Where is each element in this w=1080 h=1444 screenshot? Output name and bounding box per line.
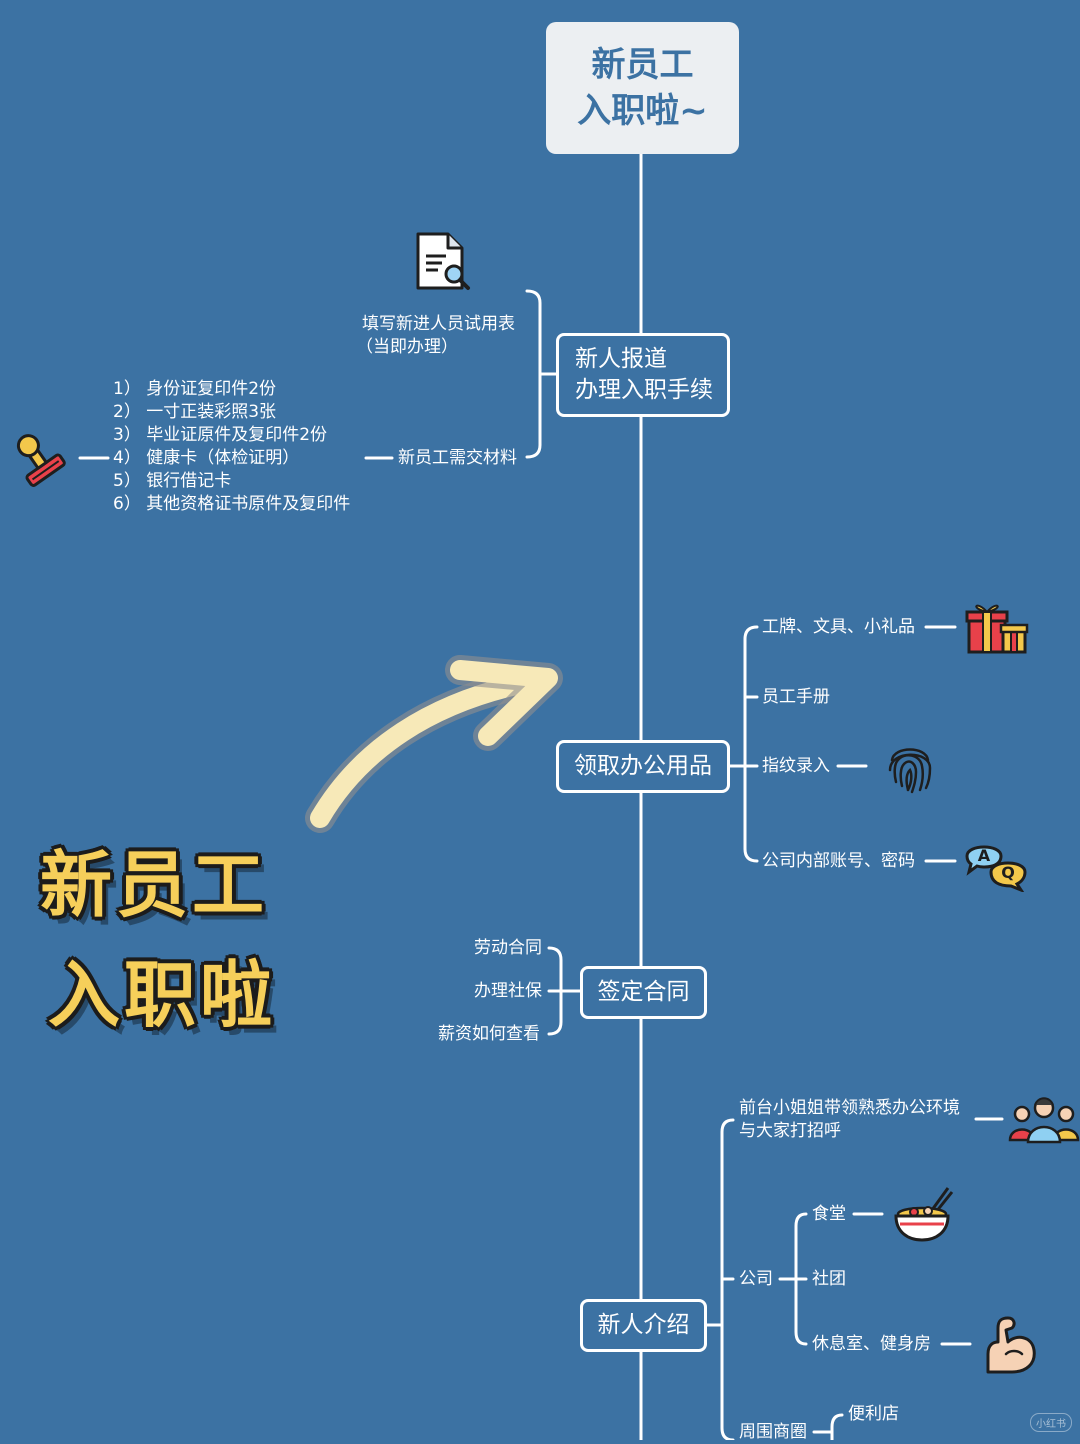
supply-item-fingerprint: 指纹录入 <box>762 756 830 776</box>
root-line-2: 入职啦~ <box>577 91 708 131</box>
form-item-line-1: 填写新进人员试用表 <box>362 314 515 334</box>
node-onboarding-line-2: 办理入职手续 <box>575 377 713 403</box>
material-item: 2） 一寸正装彩照3张 <box>113 402 277 422</box>
material-item: 5） 银行借记卡 <box>113 471 232 491</box>
node-introduction-label: 新人介绍 <box>597 1312 690 1338</box>
fingerprint-icon <box>888 748 932 794</box>
node-office-supplies-label: 领取办公用品 <box>574 753 712 779</box>
node-onboarding: 新人报道 办理入职手续 <box>556 333 730 417</box>
materials-label: 新员工需交材料 <box>398 448 517 468</box>
node-introduction: 新人介绍 <box>580 1299 707 1352</box>
surroundings-item-store: 便利店 <box>848 1404 899 1424</box>
supply-item-account: 公司内部账号、密码 <box>762 851 915 871</box>
material-item: 4） 健康卡（体检证明） <box>113 448 300 468</box>
svg-text:A: A <box>978 846 991 865</box>
materials-list: 1） 身份证复印件2份 2） 一寸正装彩照3张 3） 毕业证原件及复印件2份 4… <box>113 378 350 516</box>
intro-reception-line-2: 与大家打招呼 <box>739 1121 841 1141</box>
material-item: 1） 身份证复印件2份 <box>113 379 277 399</box>
material-item: 6） 其他资格证书原件及复印件 <box>113 494 351 514</box>
qa-bubble-icon: A Q <box>965 845 1027 892</box>
stamp-icon <box>16 434 66 487</box>
curved-arrow-icon <box>305 655 563 833</box>
svg-text:Q: Q <box>1001 863 1015 882</box>
supply-item-gifts: 工牌、文具、小礼品 <box>762 617 915 637</box>
node-office-supplies: 领取办公用品 <box>556 740 730 793</box>
people-icon <box>1008 1097 1080 1144</box>
contract-item-insurance: 办理社保 <box>474 981 542 1001</box>
material-item: 3） 毕业证原件及复印件2份 <box>113 425 328 445</box>
company-item-canteen: 食堂 <box>812 1204 846 1224</box>
root-line-1: 新员工 <box>591 45 694 85</box>
flexed-arm-icon <box>986 1316 1036 1374</box>
company-item-gym: 休息室、健身房 <box>812 1334 931 1354</box>
document-search-icon <box>416 232 470 290</box>
contract-item-salary: 薪资如何查看 <box>438 1024 540 1044</box>
intro-surroundings: 周围商圈 <box>739 1422 807 1442</box>
node-onboarding-line-1: 新人报道 <box>575 346 667 372</box>
supply-item-handbook: 员工手册 <box>762 687 830 707</box>
company-item-clubs: 社团 <box>812 1269 846 1289</box>
contract-item-labor: 劳动合同 <box>474 938 542 958</box>
watermark: 小红书 <box>1030 1413 1072 1432</box>
node-contract-label: 签定合同 <box>597 979 690 1005</box>
noodle-bowl-icon <box>894 1187 954 1242</box>
big-title-line-2: 入职啦 <box>48 953 277 1037</box>
root-node: 新员工 入职啦~ <box>546 22 739 154</box>
big-title-line-1: 新员工 <box>40 843 269 927</box>
form-item-line-2: （当即办理） <box>356 337 458 357</box>
node-contract: 签定合同 <box>580 966 707 1019</box>
intro-company: 公司 <box>739 1269 773 1289</box>
gift-icon <box>965 604 1029 654</box>
intro-reception-line-1: 前台小姐姐带领熟悉办公环境 <box>739 1098 960 1118</box>
